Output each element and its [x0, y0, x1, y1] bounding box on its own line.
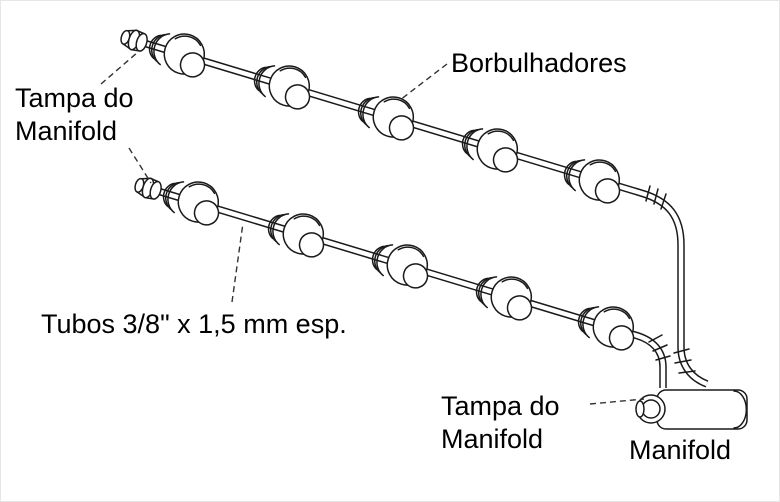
manifold-cap: [635, 394, 666, 424]
manifold-cap-bottom-row: [131, 173, 165, 203]
elbow-fitting-left: [648, 334, 671, 361]
leader-line: [128, 147, 152, 184]
label-cap-top-line1: Tampa do: [15, 83, 134, 113]
tube-bottom-row: [149, 185, 667, 388]
manifold-body: [656, 389, 748, 430]
bubbler: [470, 266, 540, 324]
bubbler: [456, 118, 526, 176]
label-cap-bottom-line2: Manifold: [441, 424, 543, 454]
leader-lines: [100, 51, 645, 405]
bubbler: [248, 55, 318, 113]
bubbler: [143, 23, 213, 81]
bubbler: [558, 149, 628, 207]
tube-fitting-bend: [645, 185, 667, 210]
leader-line: [100, 51, 139, 85]
label-tubes: Tubos 3/8" x 1,5 mm esp.: [41, 309, 347, 339]
label-bubblers: Borbulhadores: [451, 48, 627, 78]
leader-line: [589, 398, 645, 405]
leader-line: [399, 63, 448, 101]
labels: Tampa do Manifold Borbulhadores Tubos 3/…: [15, 48, 731, 465]
manifold-cap-top-row: [117, 25, 151, 55]
bubbler: [366, 234, 436, 292]
elbow-fitting-right: [673, 348, 696, 374]
label-manifold: Manifold: [629, 435, 731, 465]
bubbler: [352, 86, 422, 144]
leader-line: [231, 222, 244, 303]
label-cap-top-line2: Manifold: [15, 116, 117, 146]
bubbler: [572, 296, 642, 354]
bubbler: [157, 171, 227, 229]
bubbler: [262, 203, 332, 261]
label-cap-bottom-line1: Tampa do: [441, 391, 560, 421]
